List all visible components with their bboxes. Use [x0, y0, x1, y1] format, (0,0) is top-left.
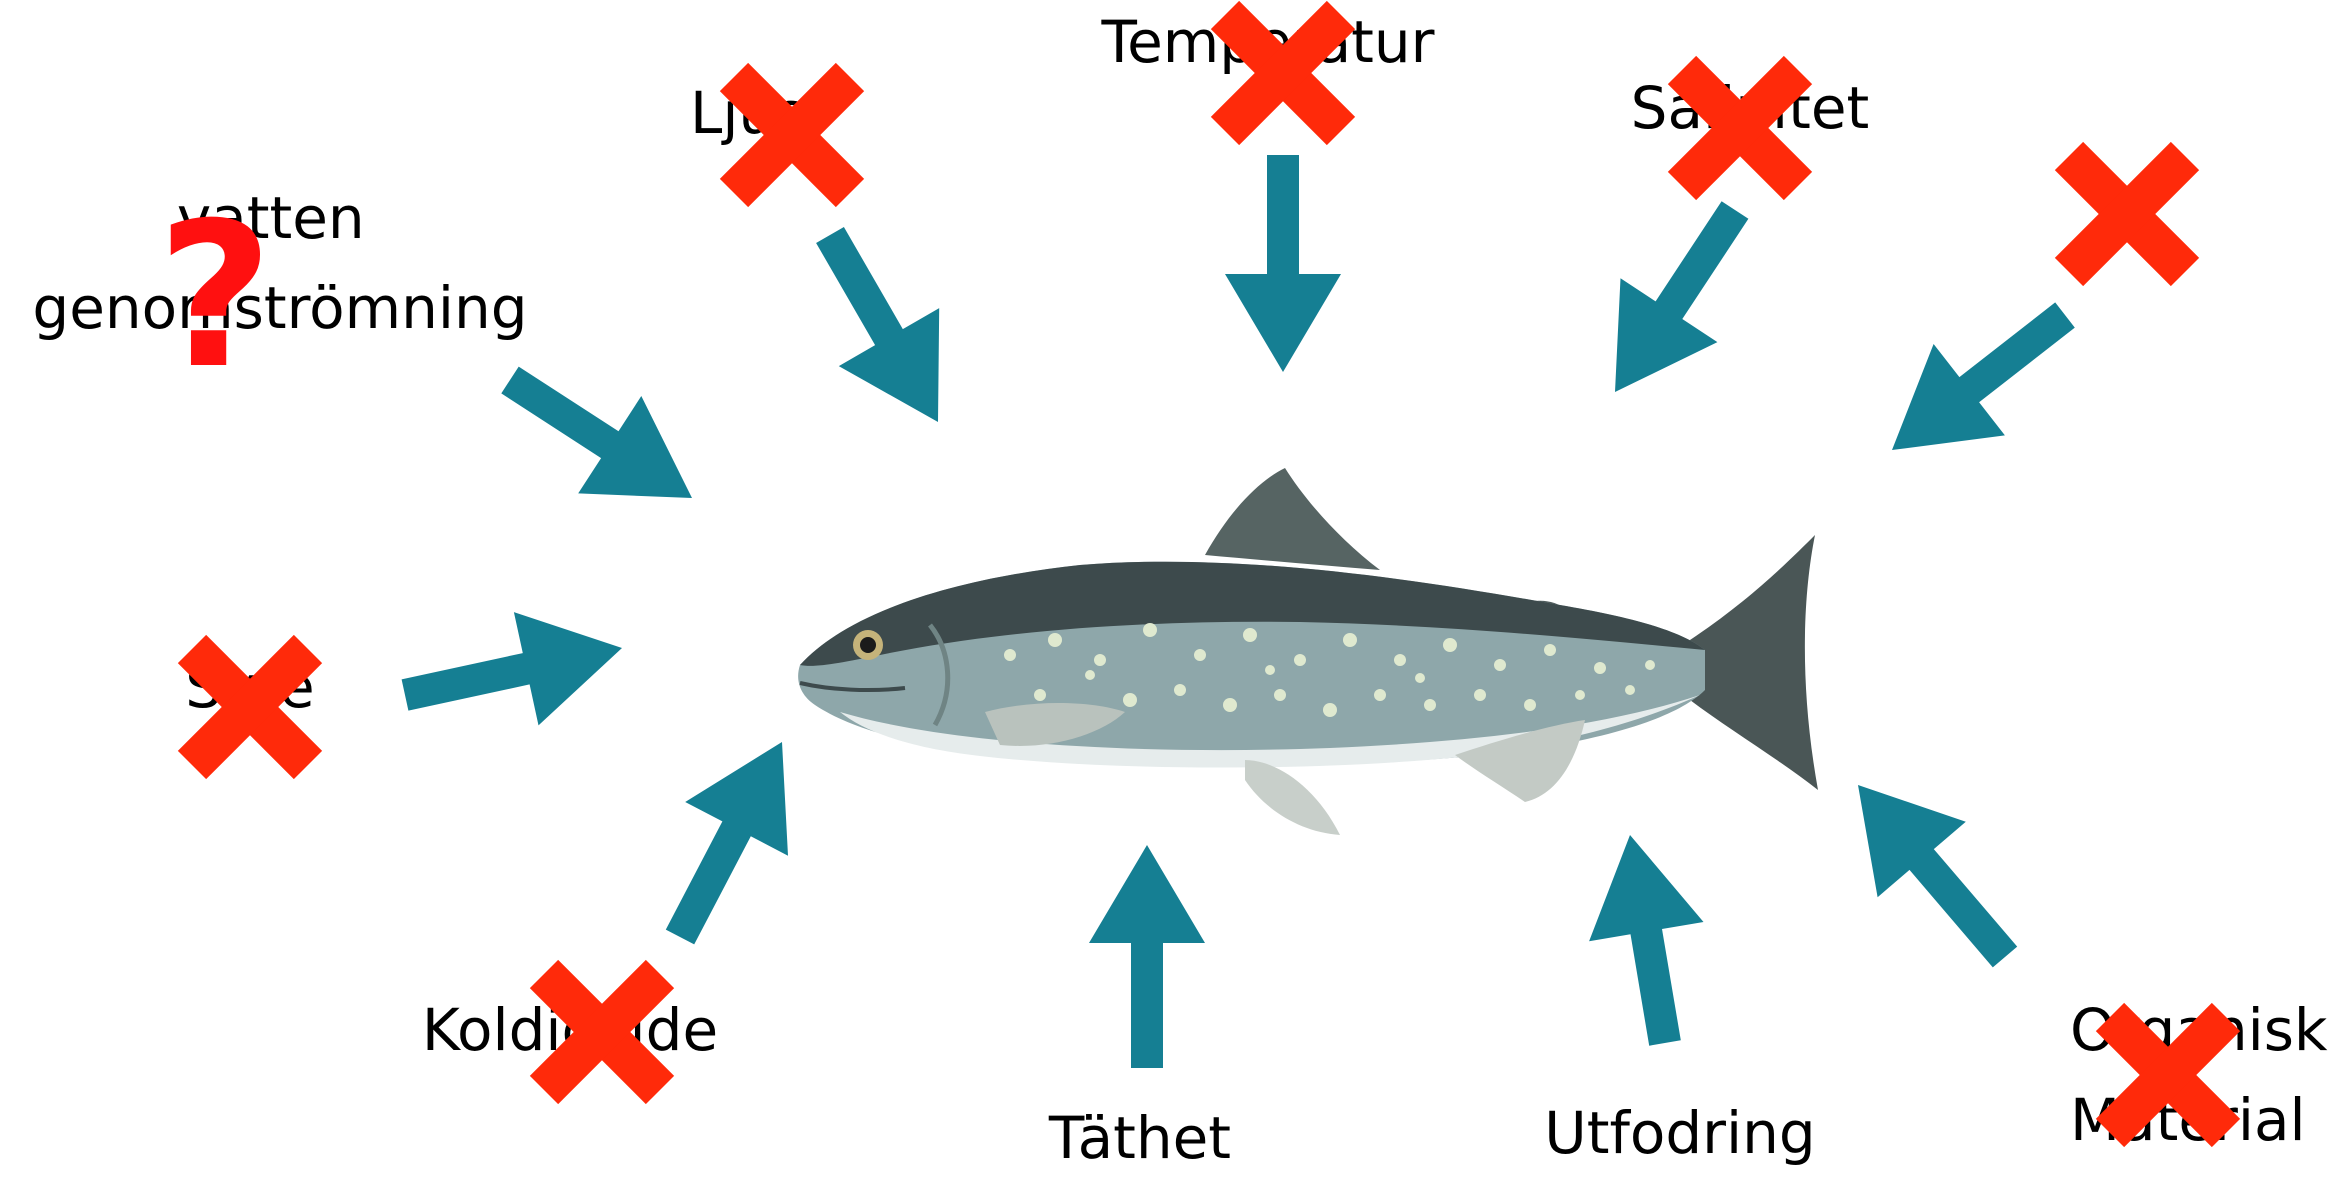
arrow-unlabeled — [1892, 302, 2075, 450]
arrow-vatten — [501, 367, 692, 498]
label-tathet: Täthet — [1048, 1104, 1231, 1172]
tail-fin — [1690, 535, 1818, 790]
arrow-organisk — [1858, 785, 2017, 967]
arrow-koldioxide — [666, 742, 788, 944]
arrow-salinitet — [1615, 201, 1748, 392]
arrow-ljus — [816, 227, 939, 422]
fish-pupil — [860, 637, 876, 653]
question-mark: ? — [157, 180, 273, 413]
arrow-syre — [402, 612, 622, 725]
arrow-utfodring — [1589, 835, 1703, 1046]
dorsal-fin — [1205, 468, 1380, 570]
cross-icon-unlabeled — [2069, 156, 2185, 272]
arrow-temperatur — [1225, 155, 1341, 372]
label-utfodring: Utfodring — [1544, 1099, 1815, 1167]
arrow-tathet — [1089, 845, 1205, 1068]
fish-illustration — [798, 468, 1818, 835]
label-vatten: vatten genomströmning — [32, 184, 527, 342]
pelvic-fin — [1245, 760, 1340, 835]
